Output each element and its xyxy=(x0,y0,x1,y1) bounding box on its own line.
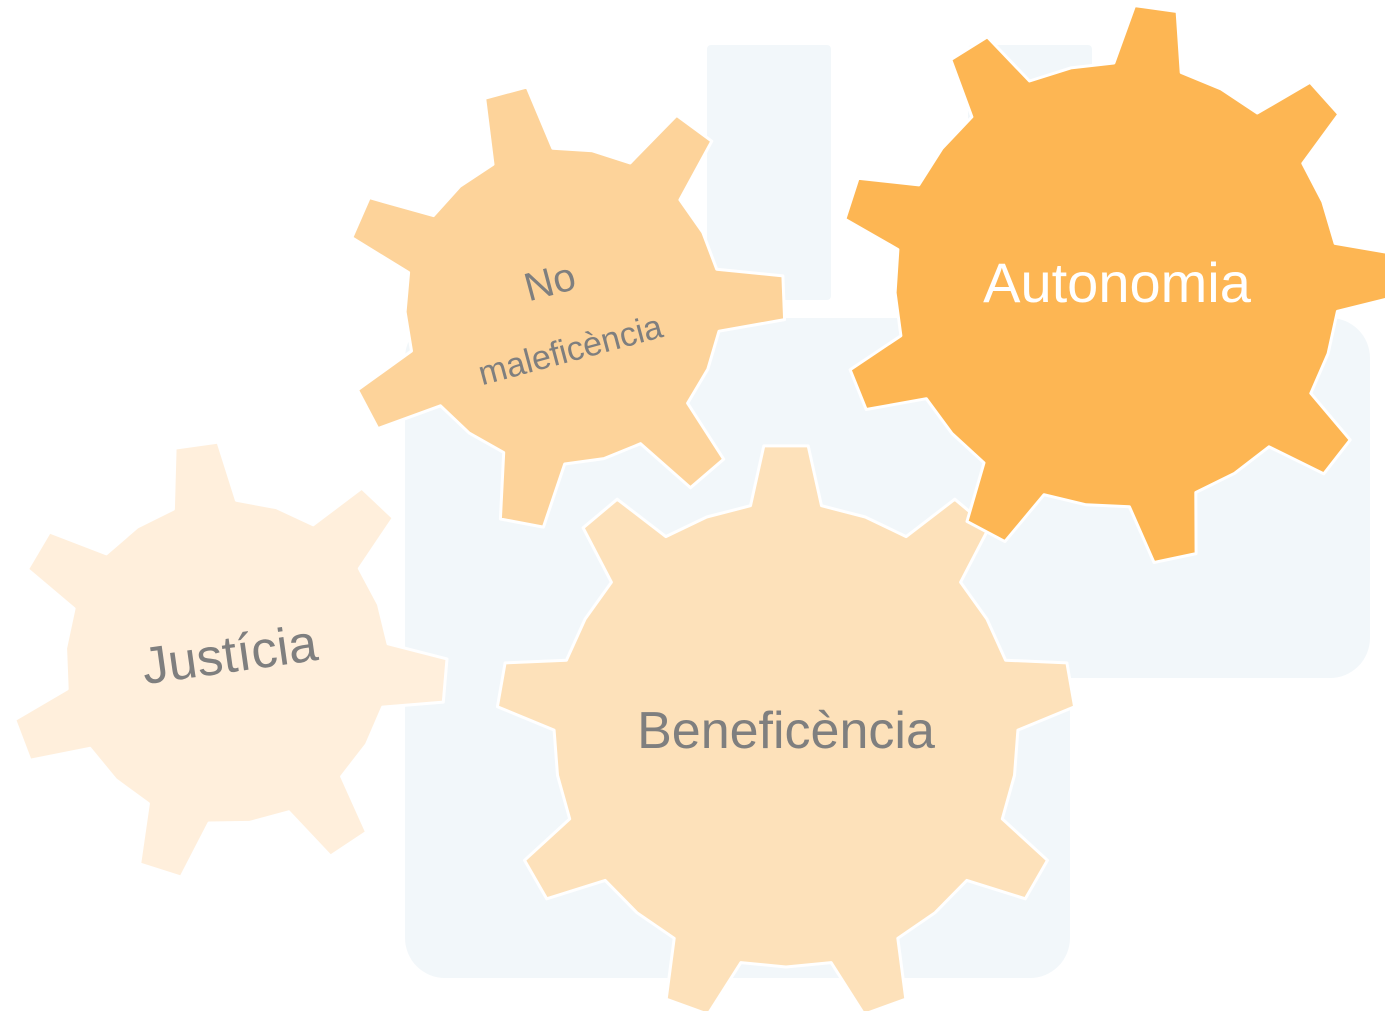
gear-beneficencia-label: Beneficència xyxy=(637,702,935,760)
gear-justicia-shape xyxy=(13,440,449,879)
gear-justicia: Justícia xyxy=(13,440,449,879)
gear-autonomia-shape xyxy=(843,4,1385,564)
gear-no-maleficencia: No maleficència xyxy=(350,85,787,529)
gear-no-maleficencia-shape xyxy=(350,85,787,529)
gear-autonomia: Autonomia xyxy=(843,4,1385,564)
gear-autonomia-label: Autonomia xyxy=(983,251,1252,314)
